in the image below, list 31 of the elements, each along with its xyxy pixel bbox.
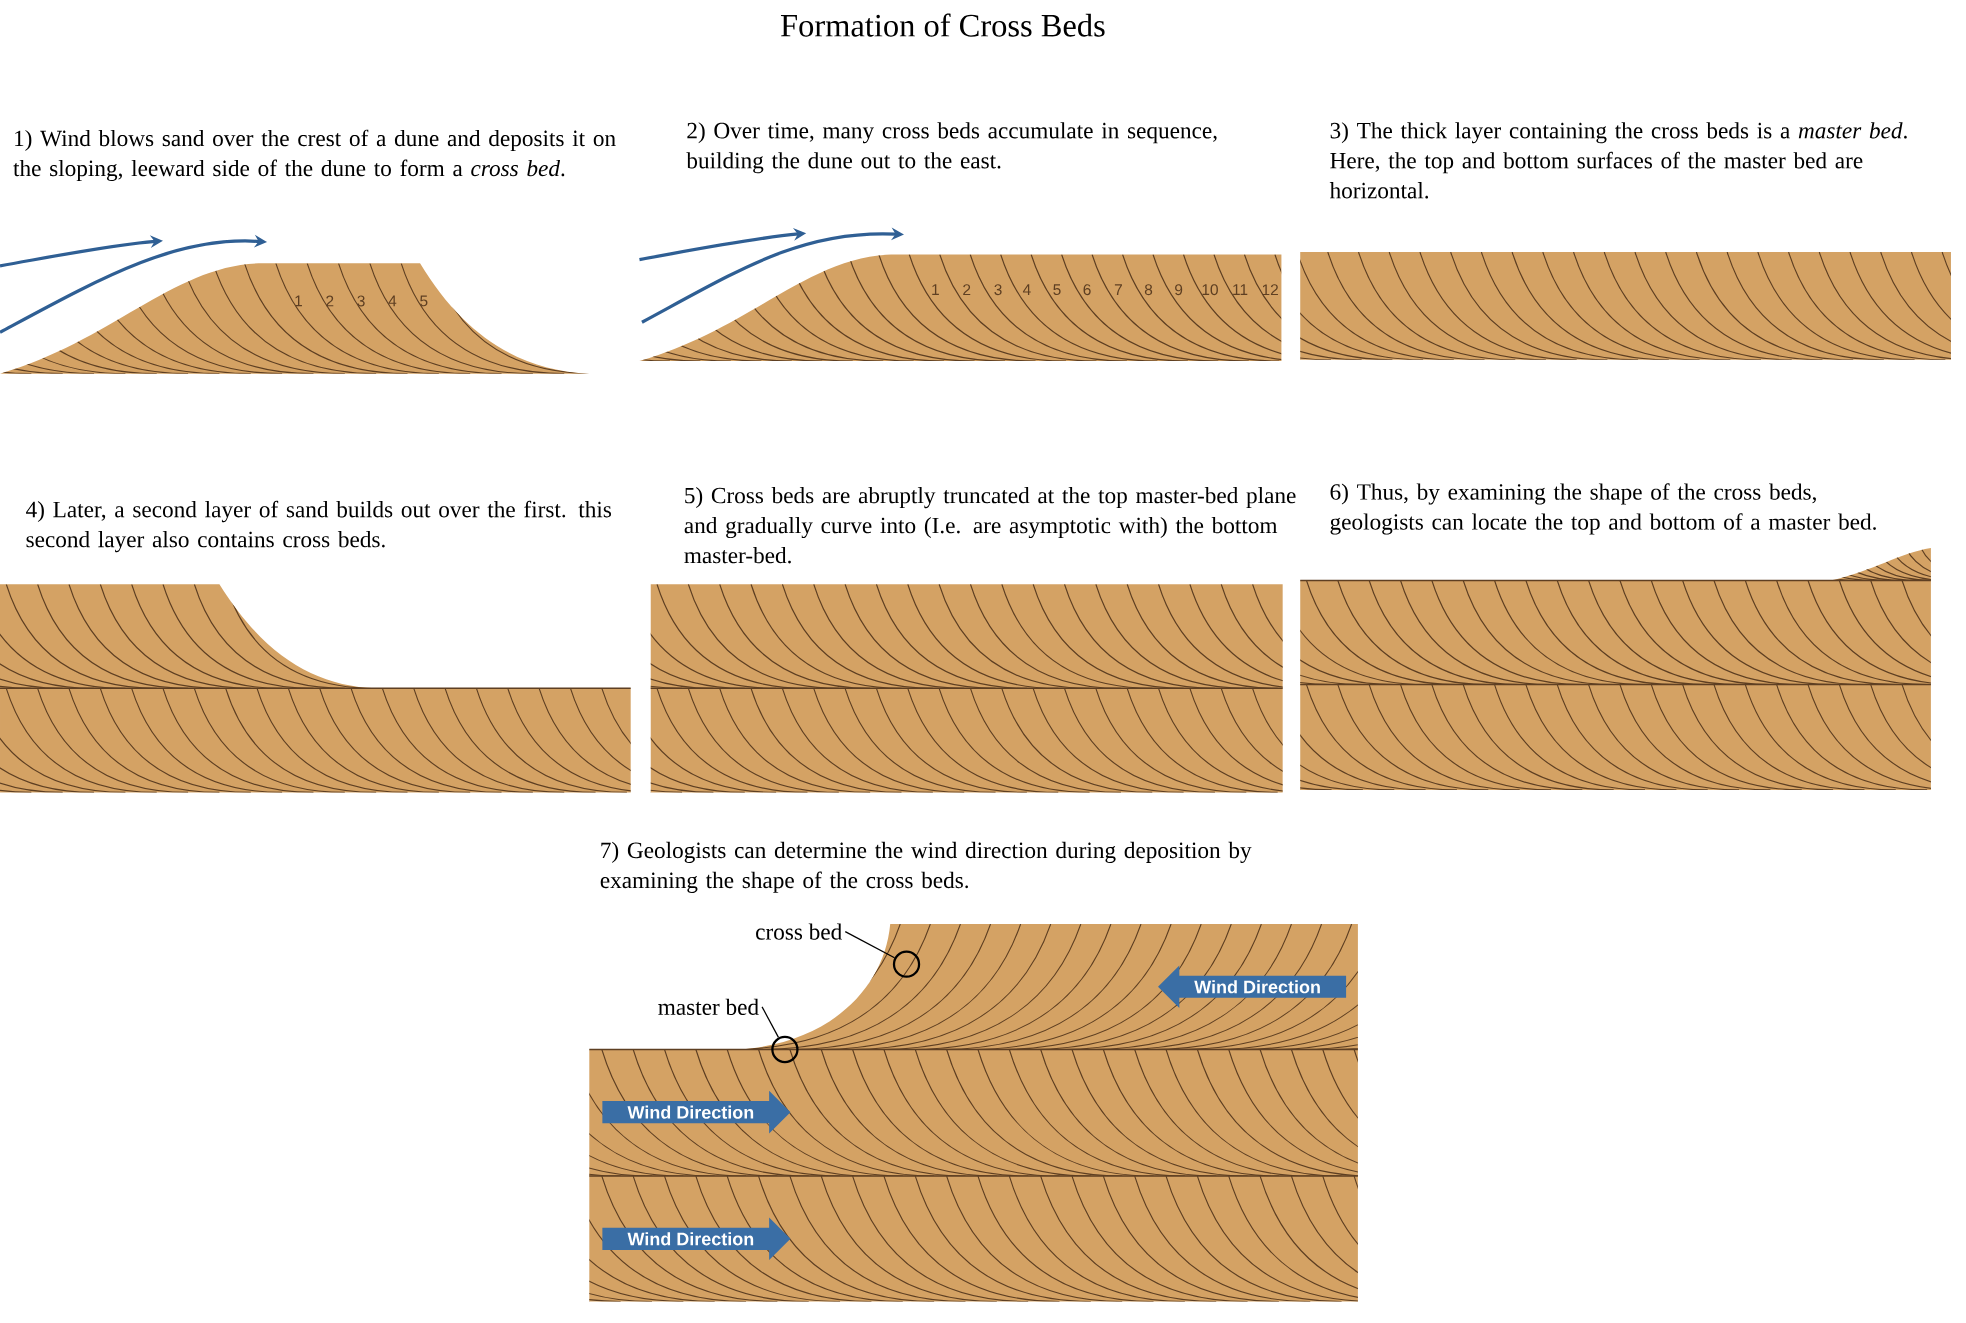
bed-number: 5 — [420, 295, 428, 307]
caption: 2) Over time, many cross beds accumulate in sequence, building the dune out to the east. — [686, 122, 1217, 174]
bed-number: 9 — [1175, 284, 1183, 296]
bed-number: 4 — [1022, 284, 1031, 296]
caption: 7) Geologists can determine the wind direction during deposition by examining the shape of the cross beds. — [600, 841, 1252, 894]
bed-number: 10 — [1202, 284, 1218, 296]
caption: 6) Thus, by examining the shape of the cross beds, geologists can locate the top and bottom of a master bed. — [1330, 483, 1876, 535]
bed-number: 1 — [295, 295, 302, 307]
callout-label: cross bed — [756, 923, 842, 940]
marker-circle — [892, 950, 921, 978]
title: Formation of Cross Beds — [781, 13, 1105, 37]
leader-line — [844, 931, 896, 959]
caption: 1) Wind blows sand over the crest of a dune and deposits it on the sloping, leeward side of the dune to form a cross bed. — [13, 129, 616, 182]
caption: 3) The thick layer containing the cross beds is a master bed. Here, the top and bottom surfaces of the master bed are horizontal. — [1329, 122, 1907, 199]
bed-number: 11 — [1233, 284, 1248, 296]
marker-circle — [771, 1035, 799, 1064]
caption: 4) Later, a second layer of sand builds out over the first. this second layer also contains cross beds. — [26, 500, 611, 553]
leader-line — [761, 1006, 780, 1039]
bed-number: 6 — [1083, 284, 1091, 296]
bed-number: 8 — [1144, 284, 1153, 296]
callout-label: master bed — [658, 998, 759, 1016]
bed-number: 3 — [357, 295, 365, 307]
bed-number: 5 — [1053, 284, 1061, 296]
bed-number: 4 — [388, 295, 397, 307]
bed-number: 2 — [326, 295, 334, 307]
bed-number: 1 — [932, 284, 939, 296]
caption: 5) Cross beds are abruptly truncated at the top master-bed plane and gradually curve into (I.e. are asymptotic with) the bottom master-bed. — [684, 487, 1296, 564]
bed-number: 12 — [1262, 284, 1278, 296]
bed-number: 3 — [994, 284, 1002, 296]
bed-number: 7 — [1114, 284, 1122, 296]
bed-number: 2 — [963, 284, 971, 296]
